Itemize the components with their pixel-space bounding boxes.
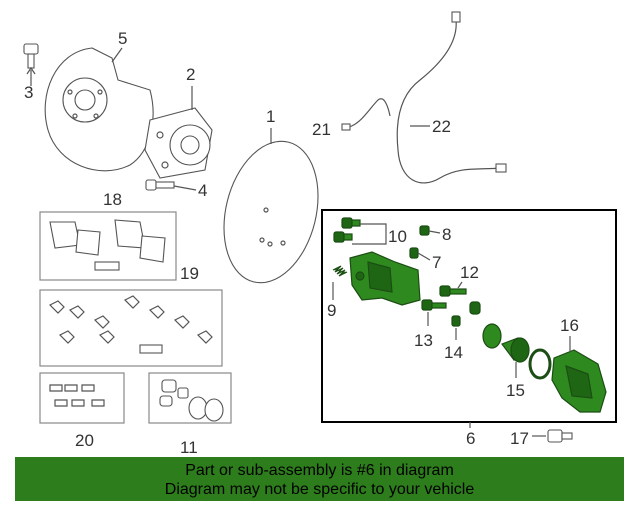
part-19-hardware-kit[interactable] — [39, 289, 223, 367]
part-17-bolt[interactable] — [547, 429, 573, 443]
banner-line-1: Part or sub-assembly is #6 in diagram — [185, 462, 454, 479]
part-18-pad-kit[interactable] — [39, 211, 177, 281]
label-19: 19 — [180, 264, 199, 283]
part-14-boot[interactable] — [451, 301, 481, 327]
part-15-piston[interactable] — [501, 337, 530, 363]
part-16-caliper-housing[interactable] — [551, 349, 607, 413]
label-2: 2 — [186, 65, 195, 84]
parts-diagram: 3 5 2 4 1 21 22 — [23, 11, 617, 456]
label-7: 7 — [432, 253, 441, 272]
label-10: 10 — [388, 227, 407, 246]
label-3: 3 — [24, 83, 33, 102]
part-8-cap[interactable] — [419, 225, 430, 236]
label-11: 11 — [180, 438, 198, 456]
label-1: 1 — [266, 107, 275, 126]
part-2-hub-assembly[interactable] — [144, 107, 213, 179]
label-20: 20 — [75, 431, 94, 450]
label-5: 5 — [118, 29, 127, 48]
caliper-bracket[interactable] — [349, 251, 421, 306]
part-3-bolt[interactable] — [23, 43, 39, 86]
label-22: 22 — [432, 117, 451, 136]
label-15: 15 — [506, 381, 525, 400]
piston-seal[interactable] — [528, 348, 552, 380]
label-12: 12 — [460, 263, 479, 282]
part-21-sensor-cable[interactable] — [341, 98, 391, 131]
label-4: 4 — [198, 181, 207, 200]
part-12-guide-pin[interactable] — [439, 285, 467, 297]
info-banner: Part or sub-assembly is #6 in diagram Di… — [15, 457, 624, 501]
part-11-seal-kit[interactable] — [148, 372, 232, 424]
label-13: 13 — [414, 331, 433, 350]
label-14: 14 — [444, 343, 463, 362]
label-16: 16 — [560, 316, 579, 335]
label-8: 8 — [442, 225, 451, 244]
label-9: 9 — [327, 301, 336, 320]
part-5-dust-shield[interactable] — [44, 47, 154, 172]
banner-line-2: Diagram may not be specific to your vehi… — [164, 481, 475, 498]
part-9-spring[interactable] — [332, 265, 348, 277]
label-18: 18 — [103, 190, 122, 209]
label-17: 17 — [510, 429, 529, 448]
part-4-hub-bolt[interactable] — [145, 179, 175, 191]
label-6: 6 — [466, 429, 475, 448]
part-10-bolts[interactable] — [333, 217, 361, 243]
part-1-rotor[interactable] — [210, 131, 332, 292]
seal-ring[interactable] — [482, 323, 502, 349]
part-7-bleeder[interactable] — [409, 247, 419, 259]
part-20-clip-kit[interactable] — [39, 372, 125, 424]
part-22-sensor-harness[interactable] — [396, 11, 507, 184]
part-13-guide-pin[interactable] — [421, 299, 447, 311]
label-21: 21 — [312, 120, 331, 139]
